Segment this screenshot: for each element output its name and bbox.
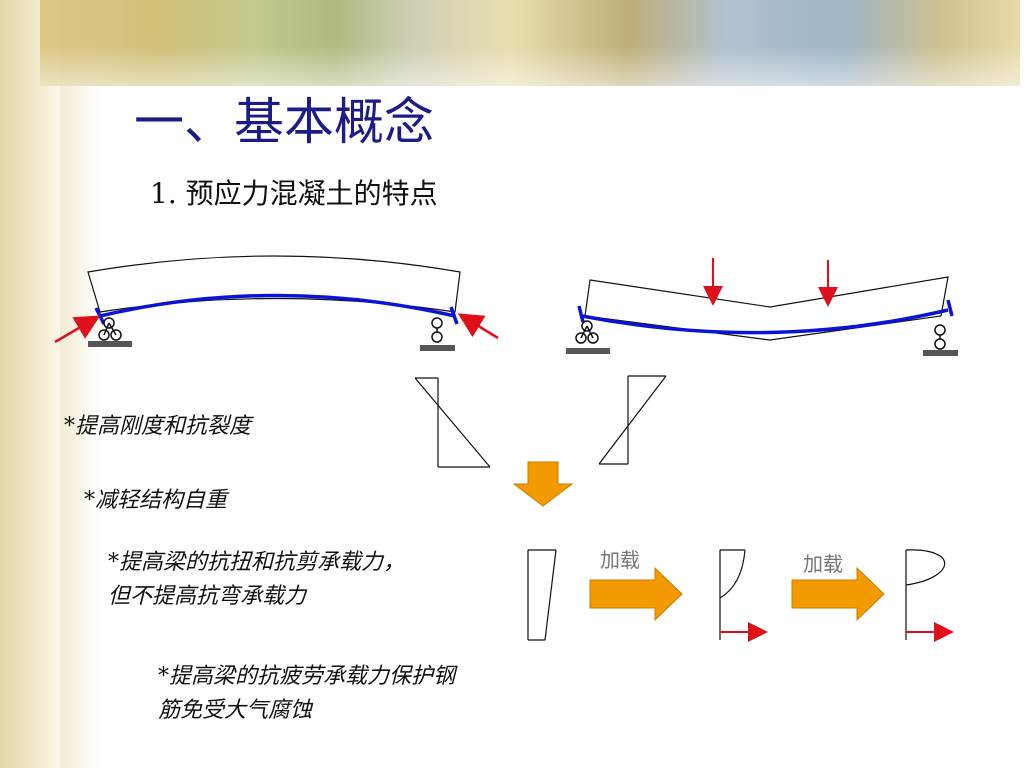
load-arrow-right-icon-2 bbox=[791, 566, 885, 622]
bullet-stiffness: *提高刚度和抗裂度 bbox=[64, 414, 252, 439]
bullet-torsion-shear-line1: *提高梁的抗扭和抗剪承载力， bbox=[108, 550, 406, 575]
slide-title: 一、基本概念 bbox=[134, 93, 434, 151]
load-label-1: 加载 bbox=[600, 548, 640, 572]
anchor-right-1 bbox=[577, 305, 585, 323]
prestress-force-arrow-right bbox=[457, 313, 499, 340]
beam-outline-right bbox=[584, 276, 949, 341]
loaded-beam-right bbox=[566, 258, 958, 356]
bullet-fatigue: *提高梁的抗疲劳承载力保护钢 筋免受大气腐蚀 bbox=[158, 660, 455, 728]
decorative-top-banner bbox=[40, 0, 1020, 86]
roller-support-right-icon bbox=[923, 324, 958, 356]
section-stress-loaded-2 bbox=[905, 549, 954, 642]
load-label-2: 加载 bbox=[803, 552, 843, 576]
load-arrow-right-icon-1 bbox=[589, 566, 683, 622]
stress-diagram-load bbox=[598, 375, 667, 465]
bullet-fatigue-line2: 筋免受大气腐蚀 bbox=[158, 698, 313, 723]
result-down-arrow-icon bbox=[512, 461, 574, 507]
tendon-left bbox=[99, 293, 456, 318]
anchor-right-2 bbox=[946, 299, 954, 317]
prestress-force-arrow-left bbox=[54, 315, 101, 344]
beam-outline-left bbox=[87, 255, 461, 313]
decorative-left-strip bbox=[0, 0, 100, 768]
bullet-self-weight: *减轻结构自重 bbox=[84, 488, 228, 513]
stress-diagram-prestress bbox=[414, 377, 491, 468]
tendon-right bbox=[581, 308, 949, 335]
section-stress-loaded-1 bbox=[719, 549, 768, 642]
anchor-left-2 bbox=[449, 306, 459, 325]
bullet-torsion-shear: *提高梁的抗扭和抗剪承载力， 但不提高抗弯承载力 bbox=[108, 546, 405, 614]
slide-subtitle: 1. 预应力混凝土的特点 bbox=[150, 177, 438, 210]
pin-support-left-icon bbox=[88, 317, 132, 347]
section-stress-initial bbox=[527, 549, 557, 641]
pin-support-right-icon bbox=[566, 320, 610, 354]
prestressed-beam-left bbox=[54, 255, 499, 351]
bullet-torsion-shear-line2: 但不提高抗弯承载力 bbox=[108, 584, 307, 609]
roller-support-left-icon bbox=[420, 317, 455, 351]
bullet-fatigue-line1: *提高梁的抗疲劳承载力保护钢 bbox=[158, 664, 456, 689]
